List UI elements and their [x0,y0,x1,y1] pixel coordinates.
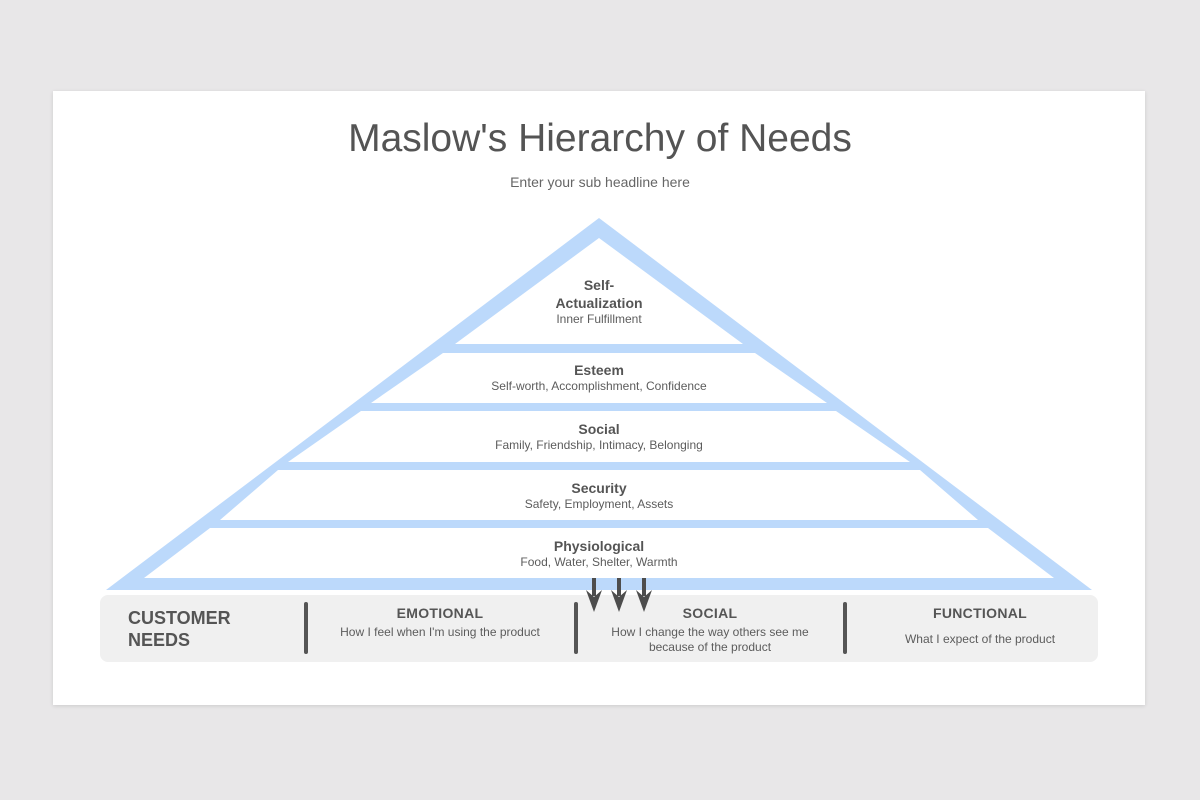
customer-needs-panel [100,595,1098,662]
down-arrow-icon [611,578,627,612]
level-name: Physiological [553,538,645,554]
need-title: EMOTIONAL [396,605,484,621]
need-title: FUNCTIONAL [933,605,1027,621]
level-self-actualization: Self- Actualization Inner Fulfillment [399,276,799,327]
level-social: Social Family, Friendship, Intimacy, Bel… [399,420,799,453]
need-social: SOCIAL How I change the way others see m… [590,605,830,655]
level-physiological: Physiological Food, Water, Shelter, Warm… [399,537,799,570]
level-description: Food, Water, Shelter, Warmth [520,555,678,569]
level-name: Security [571,480,627,496]
pyramid-tier-4 [220,470,978,520]
page-subtitle: Enter your sub headline here [510,174,690,190]
level-description: Family, Friendship, Intimacy, Belonging [495,438,703,452]
level-name-continued: Actualization [555,295,643,311]
level-description: Inner Fulfillment [556,312,642,326]
customer-needs-heading: CUSTOMER NEEDS [128,607,231,651]
level-name: Esteem [574,362,624,378]
need-emotional: EMOTIONAL How I feel when I'm using the … [320,605,560,640]
need-title: SOCIAL [682,605,738,621]
divider [304,602,308,654]
pyramid-tier-3 [288,411,910,462]
need-description: How I change the way others see me becau… [611,625,809,654]
pyramid-tier-2 [371,353,827,403]
level-description: Self-worth, Accomplishment, Confidence [491,379,707,393]
need-functional: FUNCTIONAL What I expect of the product [860,605,1100,647]
level-name: Social [578,421,620,437]
customer-needs-heading-line1: CUSTOMER [128,608,231,628]
page-title: Maslow's Hierarchy of Needs [348,117,852,160]
level-description: Safety, Employment, Assets [524,497,674,511]
need-description: What I expect of the product [904,632,1056,646]
pyramid-tier-5 [144,528,1054,578]
pyramid-tier-1 [455,238,743,344]
level-esteem: Esteem Self-worth, Accomplishment, Confi… [399,361,799,394]
level-name: Self- [583,277,615,293]
need-description: How I feel when I'm using the product [340,625,540,639]
divider [574,602,578,654]
down-arrow-icon [636,578,652,612]
level-security: Security Safety, Employment, Assets [399,479,799,512]
customer-needs-heading-line2: NEEDS [128,630,191,650]
divider [843,602,847,654]
down-arrow-icon [586,578,602,612]
